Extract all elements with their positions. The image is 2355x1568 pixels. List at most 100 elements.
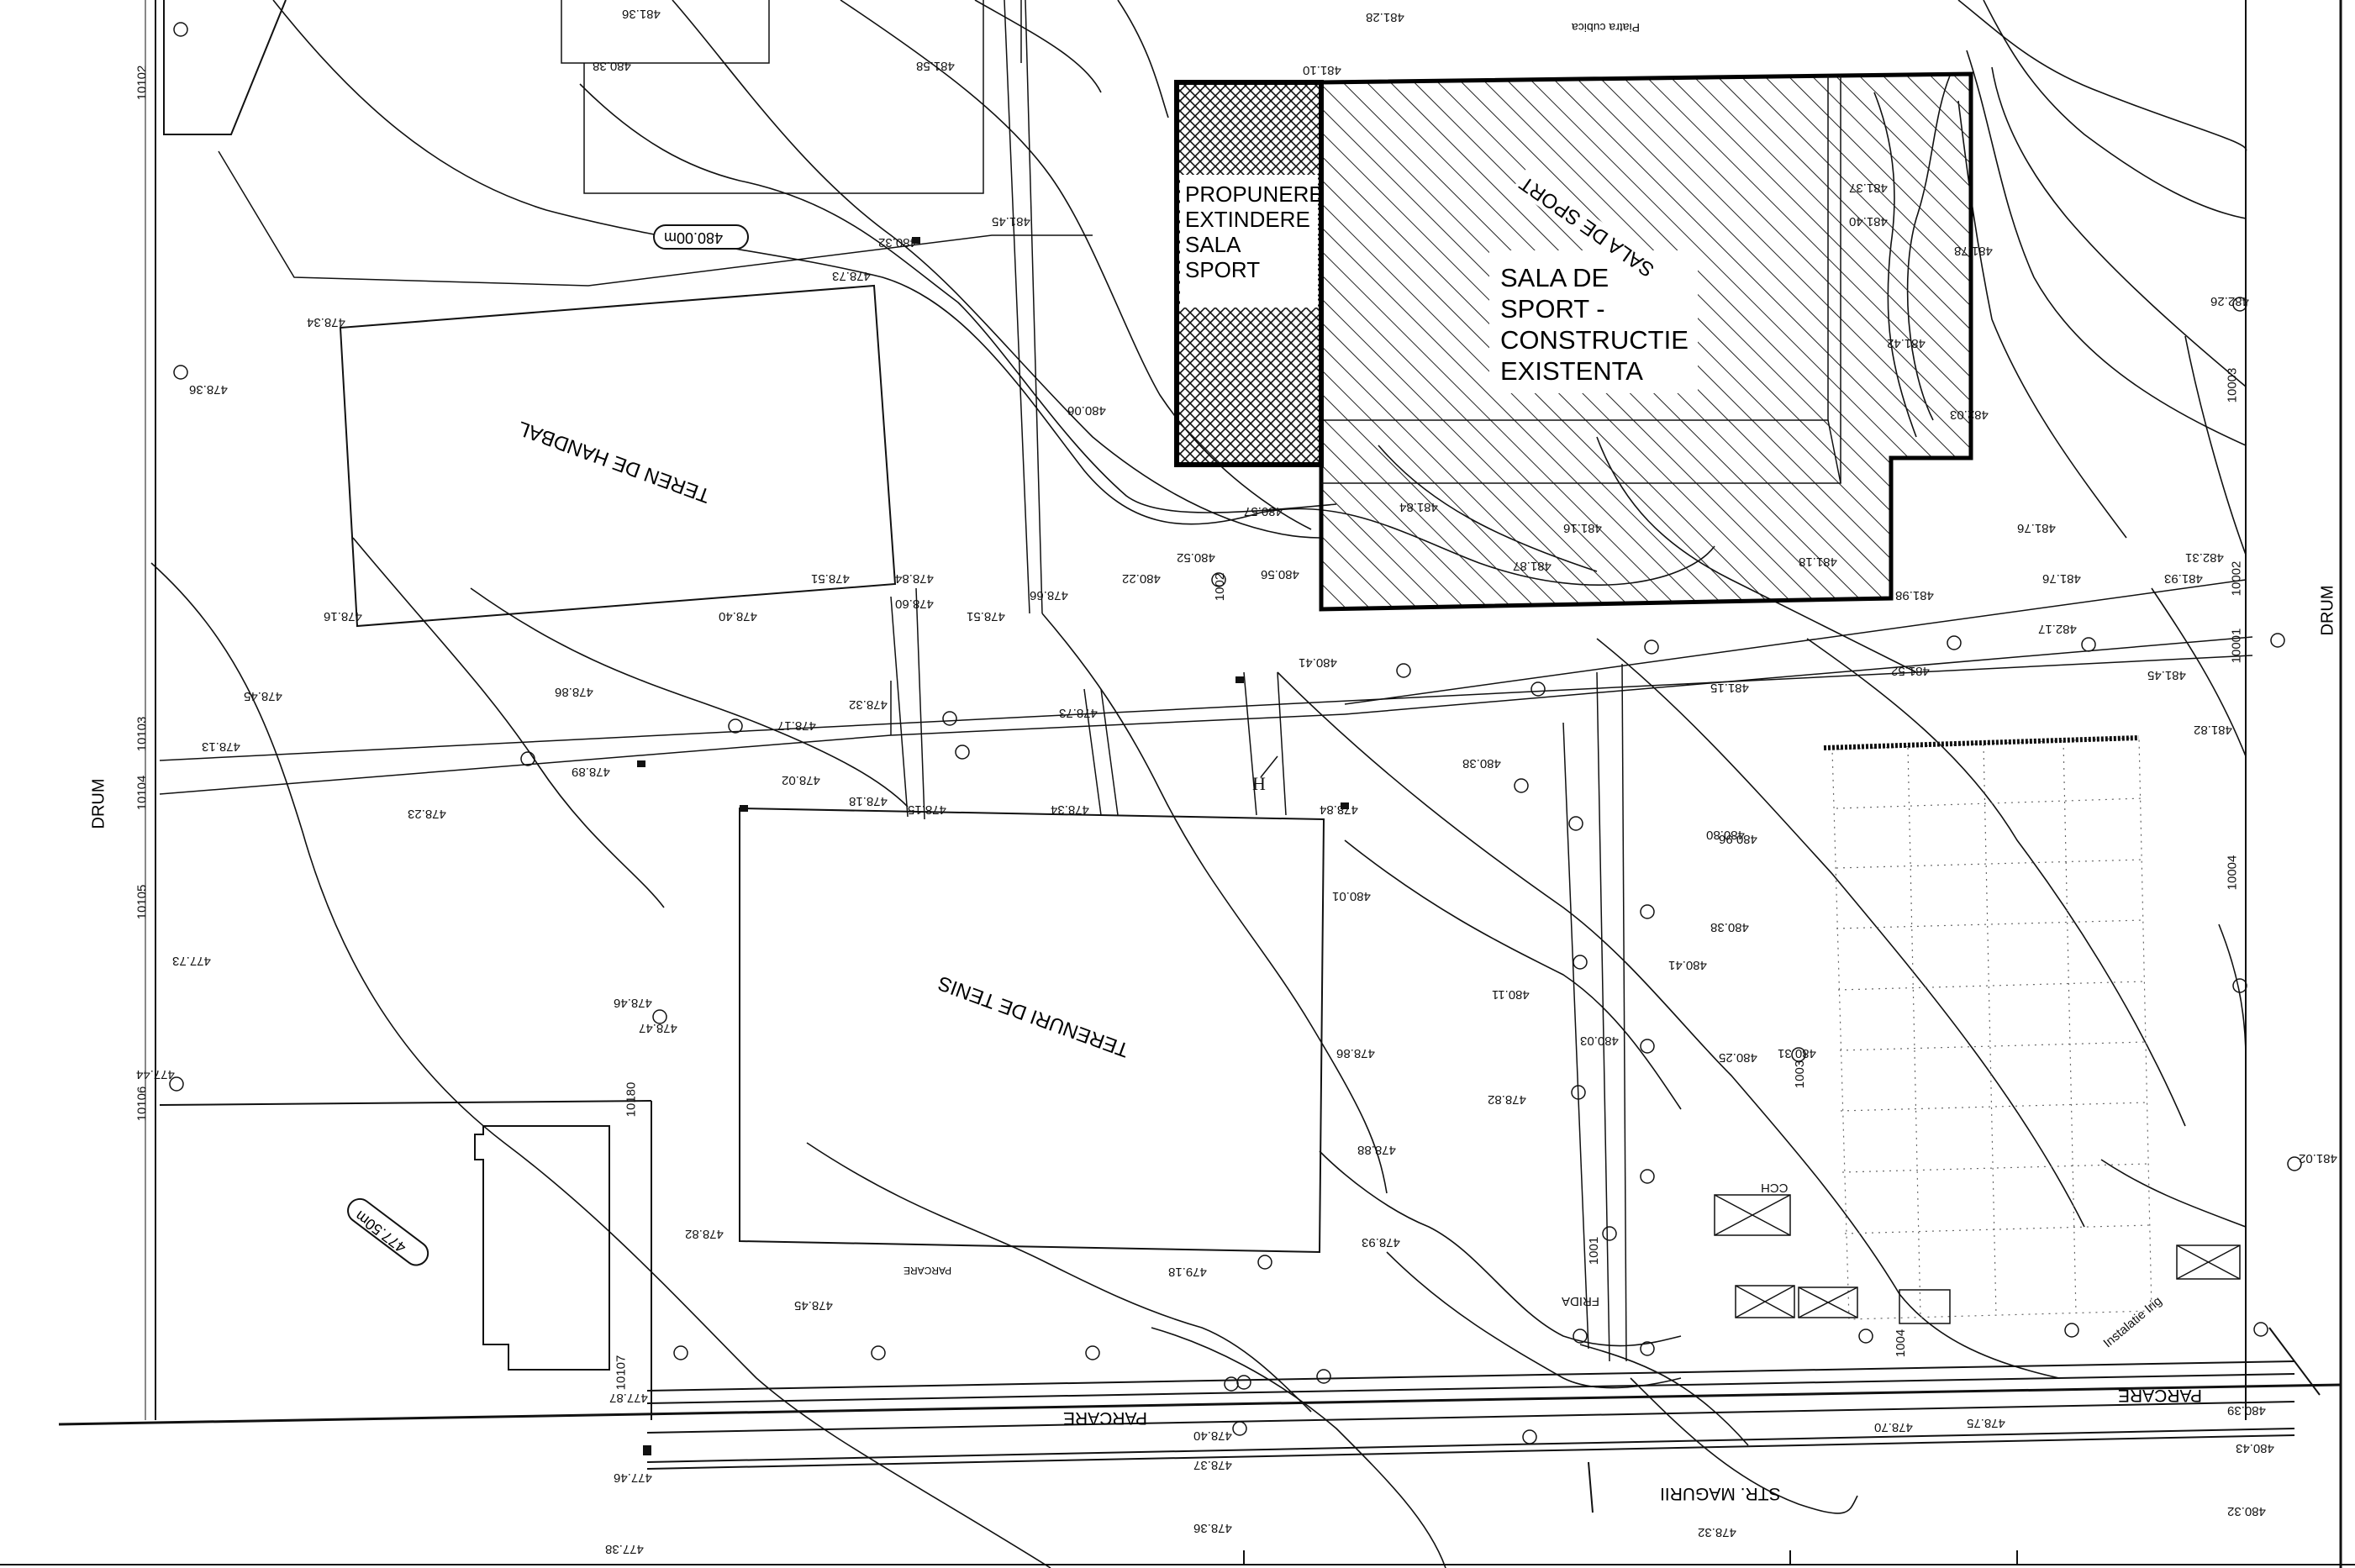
spot-level: 481.45 [2147, 668, 2186, 682]
spot-level: 478.36 [189, 382, 228, 397]
spot-level: 481.18 [1799, 555, 1837, 569]
north-arrow-icon: H [1252, 755, 1278, 794]
spot-level: 480.41 [1668, 958, 1707, 972]
spot-level: 480.43 [2236, 1441, 2274, 1455]
spot-level: 480.22 [1122, 571, 1161, 586]
dotted-grid-area [1831, 737, 2152, 1320]
spot-level: 478.82 [1488, 1092, 1526, 1107]
survey-markers [169, 22, 2302, 1444]
point-id: CCH [1761, 1181, 1789, 1195]
spot-level: 478.88 [1357, 1143, 1396, 1157]
parking-right-label: PARCARE [2118, 1386, 2202, 1405]
existing-hall-label-panel [1489, 250, 1698, 393]
spot-level: 481.84 [1399, 500, 1438, 514]
point-id: 10001 [2229, 628, 2244, 664]
point-id: 10102 [134, 65, 150, 101]
spot-level: 481.28 [1366, 10, 1404, 24]
point-id: 10105 [134, 884, 150, 920]
spot-level: 478.32 [1698, 1525, 1736, 1539]
spot-level: 481.10 [1303, 63, 1341, 77]
sports-hall-inner-lines [1321, 76, 1841, 484]
spot-level: 478.18 [849, 794, 888, 808]
spot-level: 480.39 [2227, 1403, 2266, 1418]
parking-street [646, 1327, 2321, 1513]
spot-level: 477.44 [136, 1067, 175, 1081]
spot-level: 481.78 [1954, 244, 1993, 258]
spot-level: 480.11 [1492, 987, 1530, 1002]
street-label: STR. MAGURII [1660, 1484, 1781, 1503]
spot-level: 480.32 [2227, 1504, 2266, 1518]
spot-level: 478.51 [811, 571, 850, 586]
spot-level: 478.70 [1874, 1420, 1913, 1434]
spot-level: 478.40 [719, 609, 757, 624]
spot-level: 477.73 [172, 954, 211, 968]
proposal-line-4: SPORT [1185, 257, 1261, 282]
spot-level: 478.73 [1059, 706, 1098, 720]
spot-level: 478.16 [324, 609, 362, 624]
spot-level: 480.52 [1177, 550, 1215, 565]
spot-level: 478.66 [1030, 588, 1068, 602]
spot-level: 478.86 [555, 685, 593, 699]
existing-line-1: SALA DE [1500, 263, 1610, 292]
point-id: FRIDA [1562, 1294, 1599, 1308]
spot-level: 478.45 [794, 1298, 833, 1313]
parking-left-label: PARCARE [1063, 1408, 1147, 1428]
spot-level: 480.31 [1778, 1046, 1816, 1060]
existing-line-4: EXISTENTA [1500, 356, 1643, 386]
spot-level: 478.17 [777, 718, 816, 733]
spot-level: 482.03 [1950, 408, 1989, 422]
grid-top-bar [1823, 735, 2140, 750]
contour-480-label: 480.00m [664, 229, 724, 246]
spot-level: 481.36 [622, 7, 661, 21]
spot-level: 477.46 [614, 1471, 652, 1485]
spot-level: 478.86 [1336, 1046, 1375, 1060]
spot-level: 478.13 [202, 739, 240, 754]
spot-level: 481.02 [2299, 1151, 2337, 1165]
spot-level: 482.17 [2038, 622, 2077, 636]
survey-dots [637, 237, 1349, 1455]
proposed-extension-label-panel [1180, 175, 1318, 308]
spot-level: 478.37 [1193, 1458, 1232, 1472]
utility-boxes [1714, 1194, 2241, 1324]
point-id: 10003 [2225, 367, 2240, 403]
small-building-outline [474, 1125, 610, 1371]
road-left-label: DRUM [89, 778, 108, 829]
contour-477-box [347, 1197, 429, 1266]
spot-level: 478.84 [895, 571, 934, 586]
spot-level: 481.16 [1563, 521, 1602, 535]
spot-level: 478.84 [1320, 802, 1358, 817]
proposal-label: PROPUNERE EXTINDERE SALA SPORT [1185, 182, 1324, 282]
spot-level: 479.18 [1168, 1265, 1207, 1279]
spot-level: 481.45 [992, 214, 1030, 229]
spot-level: 480.57 [1244, 504, 1283, 518]
handball-field-outline [339, 284, 897, 628]
spot-level: 481.42 [1887, 336, 1926, 350]
point-id: 10002 [2229, 560, 2244, 597]
top-road-label: Piatra cubica [1572, 21, 1640, 34]
spot-level: 481.52 [1891, 664, 1930, 678]
road-right-label: DRUM [2318, 585, 2337, 636]
proposal-line-2: EXTINDERE [1185, 207, 1310, 232]
existing-line-3: CONSTRUCTIE [1500, 325, 1689, 355]
point-id: 10106 [134, 1086, 150, 1122]
spot-level: 480.38 [1462, 756, 1501, 771]
spot-level: 480.41 [1299, 655, 1337, 670]
spot-level: 481.82 [2194, 723, 2232, 737]
parking-small-label: PARCARE [904, 1265, 952, 1276]
spot-level: 478.82 [685, 1227, 724, 1241]
spot-level: 480.06 [1067, 403, 1106, 418]
tennis-courts-outline [739, 807, 1325, 1254]
point-id: 1003 [1793, 1060, 1808, 1089]
spot-level: 477.38 [605, 1542, 644, 1556]
spot-level: 478.51 [967, 609, 1005, 624]
spot-level: 478.23 [408, 807, 446, 821]
spot-level: 478.32 [849, 697, 888, 712]
point-id: 10107 [614, 1355, 629, 1391]
spot-level: 480.38 [593, 59, 631, 73]
spot-level: 478.34 [1051, 802, 1089, 817]
spot-level: 480.56 [1261, 567, 1299, 581]
spot-level: 481.58 [916, 59, 955, 73]
spot-level: 481.76 [2017, 521, 2056, 535]
